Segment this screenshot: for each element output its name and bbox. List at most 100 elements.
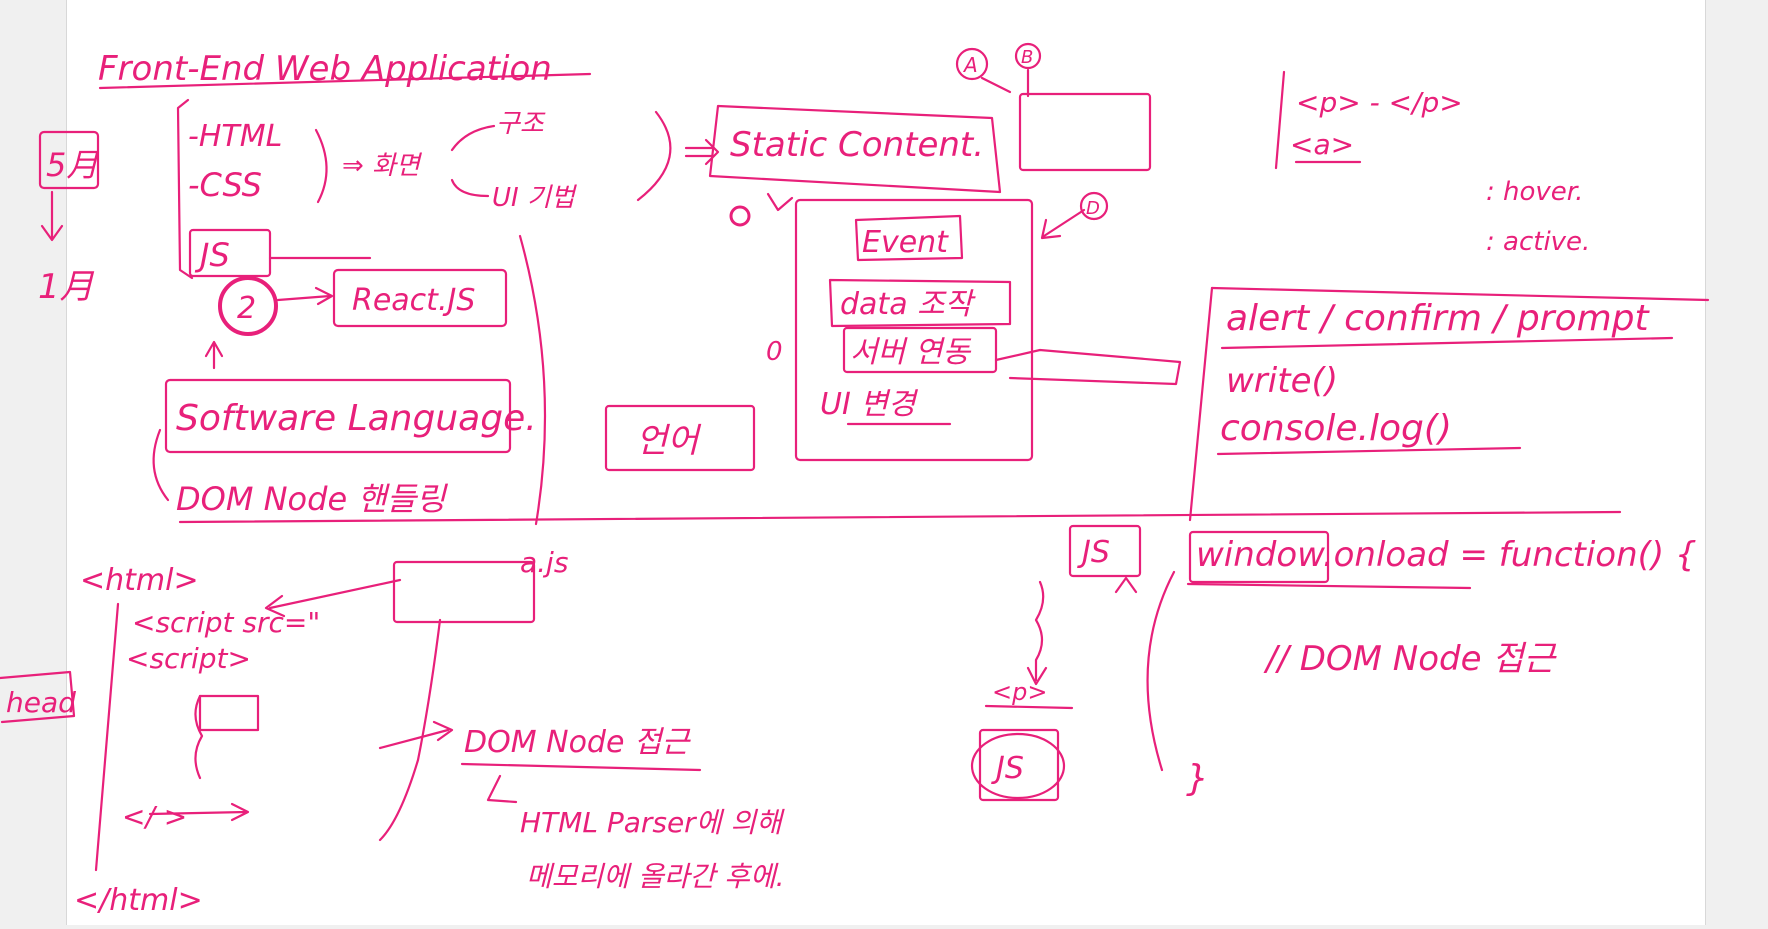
script-src: <script src=" — [132, 606, 320, 639]
marker-d-arrow — [1040, 208, 1086, 240]
p-tag: <p> - </p> — [1296, 86, 1463, 119]
html-bracket — [94, 602, 120, 872]
script-link — [264, 578, 402, 618]
a-tag: <a> — [1290, 128, 1354, 161]
react-box — [332, 268, 508, 328]
head-label: head — [6, 686, 76, 719]
structure-label: 구조 — [496, 109, 546, 139]
software-paren — [152, 428, 170, 502]
write-label: write() — [1226, 361, 1338, 401]
head-box — [0, 670, 76, 724]
screen-label: ⇒ 화면 — [342, 151, 423, 181]
inline-script-box — [198, 694, 260, 732]
p-underline — [984, 704, 1074, 710]
ui-arrow — [450, 178, 490, 198]
window-onload: window.onload = function() { — [1196, 535, 1697, 575]
right-panel-left — [1188, 286, 1214, 522]
title: Front-End Web Application — [98, 49, 552, 89]
js-box — [188, 228, 272, 278]
month-arrow — [40, 190, 64, 242]
tag-bar — [1274, 70, 1286, 170]
parser-line2: 메모리에 올라간 후에. — [526, 860, 785, 893]
title-underline — [98, 72, 592, 90]
inline-squiggle — [194, 694, 204, 780]
a-js: a.js — [520, 546, 568, 579]
dom-access-arrow — [378, 720, 454, 750]
script-curl — [378, 618, 442, 842]
target-box — [1018, 92, 1152, 172]
script-tag: <script> — [126, 642, 251, 675]
section-divider — [178, 510, 1622, 524]
js-event: Event — [862, 225, 949, 260]
structure-arrow — [450, 124, 496, 152]
js-server: 서버 연동 — [850, 335, 971, 370]
js-box-right — [1068, 524, 1142, 578]
js-circled: JS — [991, 751, 1024, 786]
script-target-box — [392, 560, 536, 624]
js-ui-change: UI 변경 — [820, 387, 919, 422]
marker-d-circle — [1079, 191, 1109, 221]
software-language-box — [164, 378, 512, 454]
circled-2-label: 2 — [237, 291, 256, 326]
language-box — [604, 404, 756, 472]
server-box — [842, 326, 998, 374]
month-5: 5月 — [46, 146, 99, 184]
marker-a-arrow — [980, 76, 1012, 94]
react-js: React.JS — [352, 283, 475, 318]
down-squiggle — [1026, 580, 1048, 686]
react-arrow — [276, 286, 334, 306]
close-tag: </ > — [122, 800, 187, 833]
marker-b-circle — [1014, 42, 1042, 70]
big-paren — [636, 110, 672, 202]
dom-access-comment: // DOM Node 접근 — [1263, 639, 1558, 679]
marker-b: B — [1021, 47, 1033, 68]
parser-arrow — [486, 774, 518, 804]
dom-handling: DOM Node 핸들링 — [176, 480, 448, 518]
p-small: <p> — [992, 678, 1047, 706]
bullet-circle — [729, 205, 751, 227]
stack-html: -HTML — [188, 119, 282, 154]
js-data: data 조작 — [840, 287, 976, 322]
window-box — [1188, 530, 1330, 584]
event-box — [854, 214, 964, 262]
month-5-box — [38, 130, 100, 190]
html-css-brace — [314, 128, 328, 204]
prompt-underline — [1220, 336, 1674, 350]
js-label-right: JS — [1077, 535, 1110, 570]
dom-access: DOM Node 접근 — [464, 725, 692, 760]
marker-a: A — [962, 53, 978, 77]
left-section-line — [518, 234, 547, 526]
data-box — [828, 278, 1012, 328]
console-log: console.log() — [1220, 408, 1452, 449]
marker-a-circle — [955, 47, 989, 81]
zero-label: 0 — [766, 337, 783, 367]
alert-confirm-prompt: alert / confirm / prompt — [1226, 298, 1651, 339]
stack-js: JS — [194, 236, 230, 274]
dom-access-underline — [460, 762, 702, 772]
static-arrow — [684, 138, 720, 166]
parser-line1: HTML Parser에 의해 — [520, 806, 785, 839]
onload-underline — [1186, 582, 1472, 590]
down-arrow — [766, 192, 794, 212]
js-circle-box — [978, 728, 1060, 802]
static-content: Static Content. — [730, 125, 984, 165]
server-link — [994, 348, 1182, 386]
whiteboard-canvas[interactable] — [66, 0, 1706, 925]
close-arrow — [148, 802, 250, 822]
html-close: </html> — [74, 883, 203, 918]
static-content-box — [708, 104, 1002, 194]
html-open: <html> — [80, 563, 199, 598]
js-role-box — [794, 198, 1034, 462]
circled-2 — [218, 276, 278, 336]
hover-label: : hover. — [1486, 177, 1583, 207]
js-return-arrow — [1114, 570, 1176, 772]
right-panel-top — [1210, 286, 1710, 302]
software-language: Software Language. — [176, 398, 537, 439]
stack-css: -CSS — [188, 166, 262, 204]
stack-bracket — [176, 98, 194, 280]
ui-technique: UI 기법 — [492, 183, 578, 213]
month-1: 1月 — [38, 267, 95, 307]
closing-brace: } — [1186, 758, 1209, 799]
marker-d: D — [1086, 198, 1100, 219]
